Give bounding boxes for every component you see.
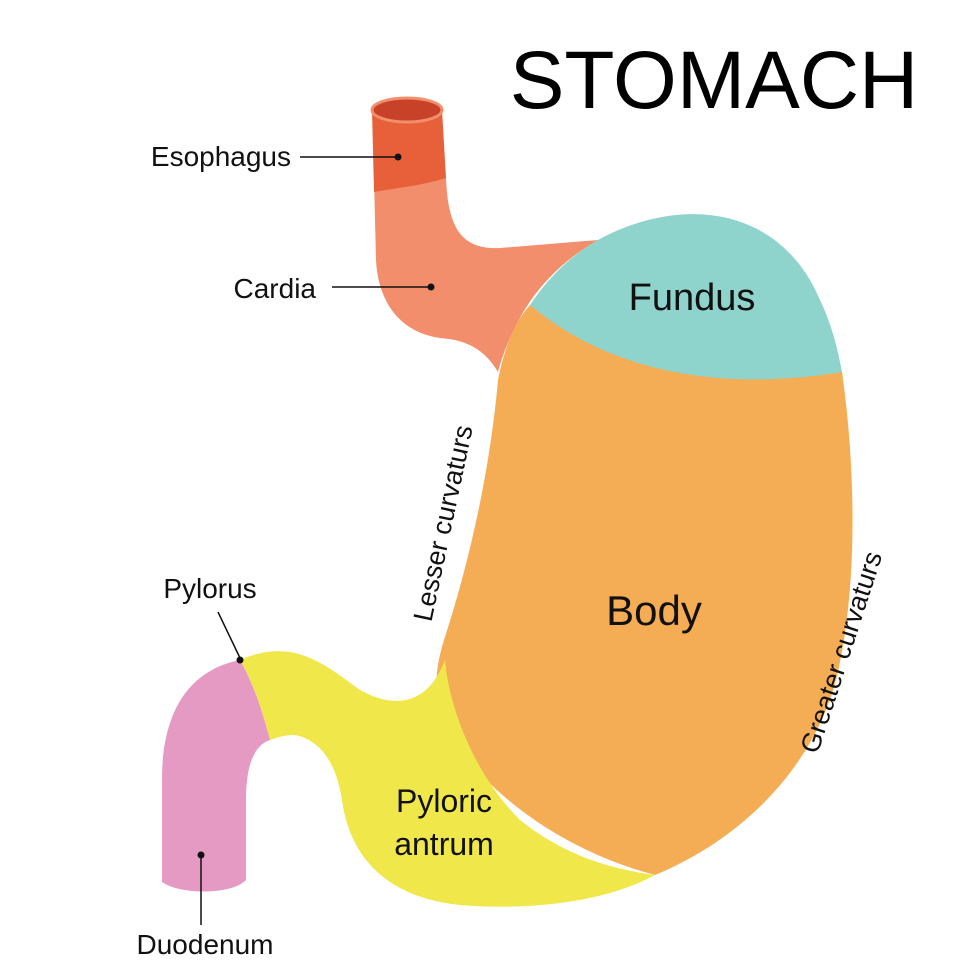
esophagus-opening xyxy=(370,96,444,124)
cardia-label: Cardia xyxy=(234,273,317,304)
esophagus-region xyxy=(372,110,446,192)
pyloric-antrum-region xyxy=(240,651,655,907)
cardia-leader-dot xyxy=(427,283,435,291)
duodenum-leader-dot xyxy=(197,851,205,859)
duodenum-region xyxy=(162,660,270,892)
page-title: STOMACH xyxy=(510,35,919,126)
pyloric-antrum-label-line1: Pyloric xyxy=(396,783,492,819)
pylorus-leader-dot xyxy=(236,656,244,664)
pylorus-leader-line xyxy=(217,611,241,659)
pyloric-antrum-label-line2: antrum xyxy=(394,826,494,862)
body-label: Body xyxy=(606,587,702,634)
duodenum-label: Duodenum xyxy=(137,929,274,960)
body-region xyxy=(436,305,853,875)
cardia-region xyxy=(374,178,598,372)
esophagus-label: Esophagus xyxy=(151,141,291,172)
esophagus-leader-dot xyxy=(394,153,402,161)
fundus-label: Fundus xyxy=(629,277,756,319)
fundus-region xyxy=(530,214,842,380)
pylorus-label: Pylorus xyxy=(163,573,256,604)
